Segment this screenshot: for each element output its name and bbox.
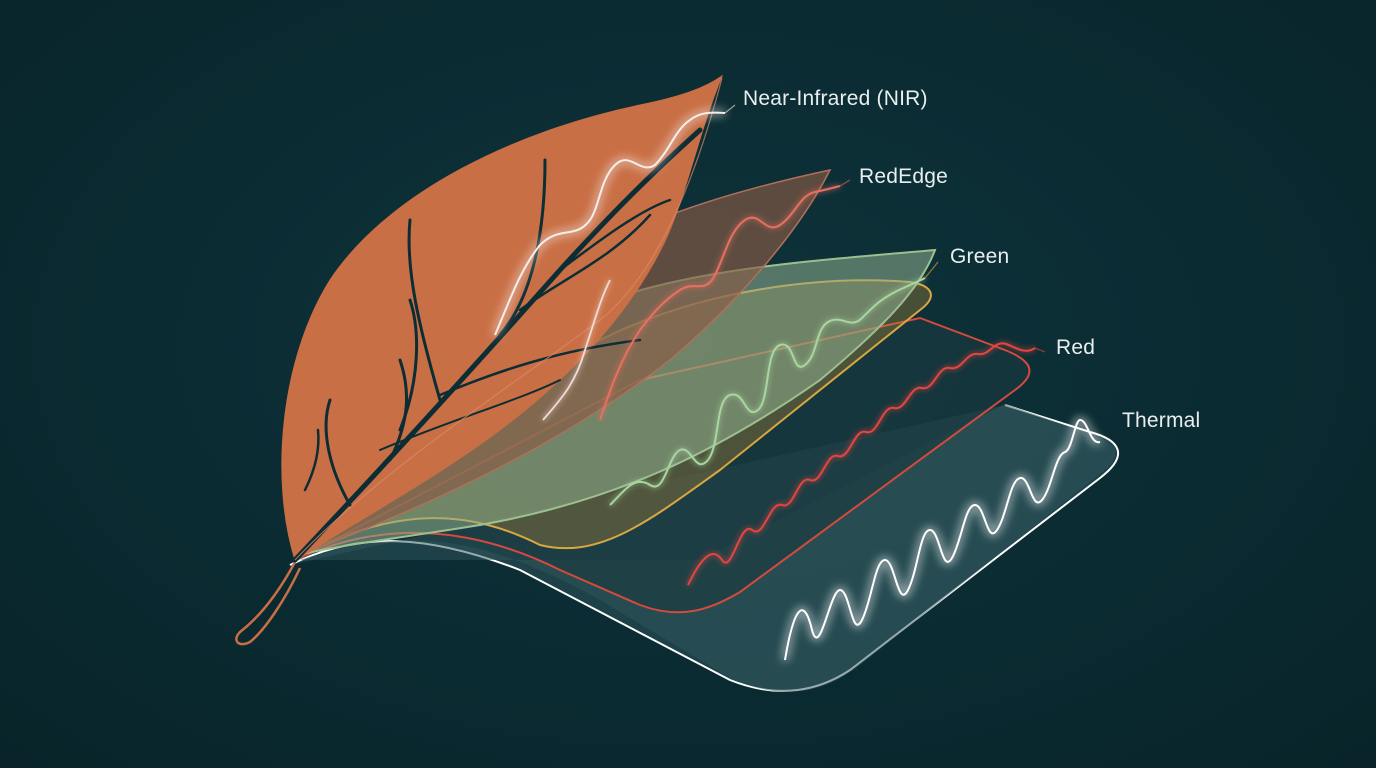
- nir-signal-lower: [542, 279, 611, 421]
- rededge-signal: [599, 185, 841, 421]
- thermal-layer-fill: [300, 404, 1116, 692]
- nir-label: Near-Infrared (NIR): [743, 87, 928, 110]
- leaf-stem: [235, 561, 302, 646]
- leader-lines: [724, 104, 1046, 353]
- red-signal: [687, 342, 1036, 586]
- thermal-label: Thermal: [1122, 409, 1201, 432]
- green-label: Green: [950, 245, 1010, 268]
- rededge-label: RedEdge: [859, 165, 948, 188]
- thermal-signal: [784, 418, 1101, 661]
- leaf-veins: [292, 127, 703, 563]
- green-signal: [609, 277, 926, 506]
- nir-signal: [494, 111, 726, 336]
- red-label: Red: [1056, 336, 1096, 359]
